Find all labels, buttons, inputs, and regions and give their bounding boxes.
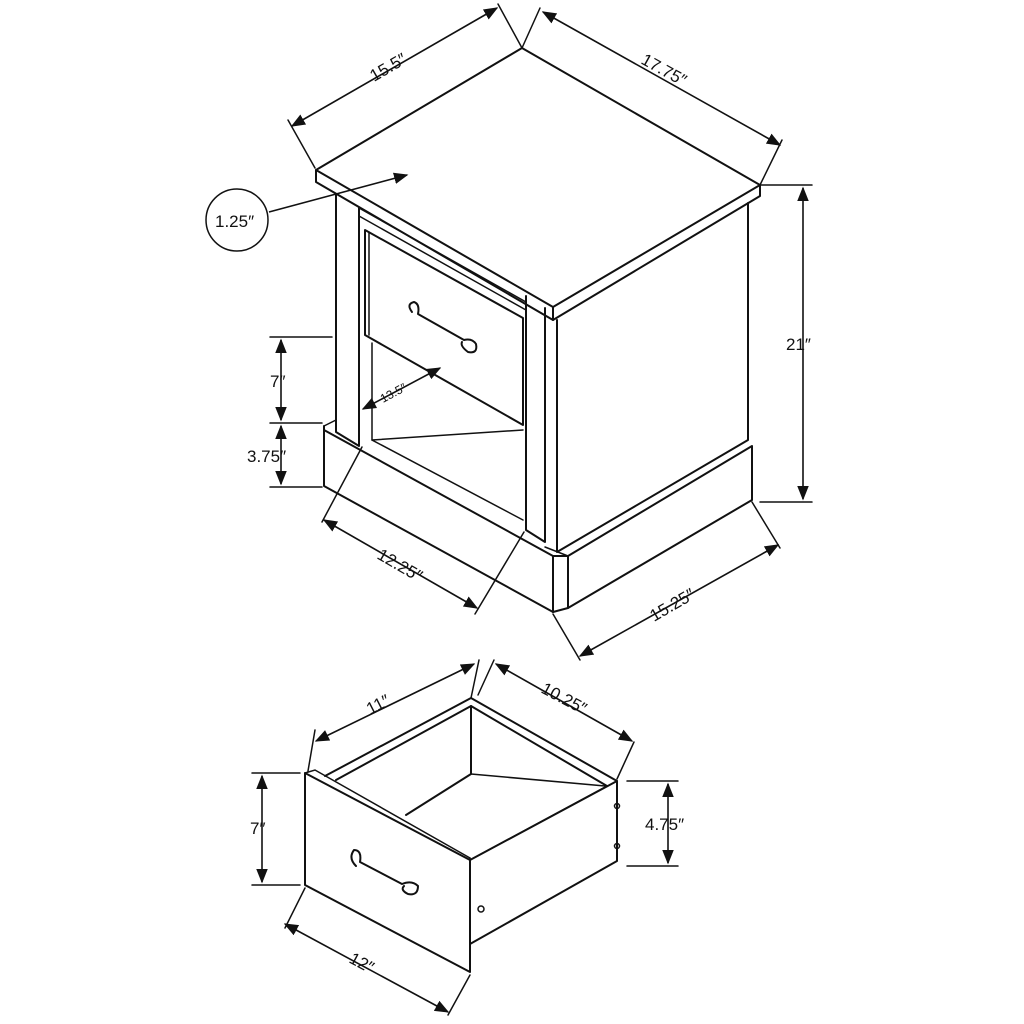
base-side — [552, 445, 753, 609]
drawer-handle-icon-2 — [350, 849, 419, 896]
dim-base-depth: 15.25″ — [647, 585, 699, 626]
dim-total-height: 21″ — [786, 335, 811, 354]
drawer-side-panel — [469, 780, 618, 945]
dim-drawer-front-height: 7″ — [250, 819, 265, 838]
drawer-drawing: 11″ 10.25″ 7″ 4.75″ 12″ — [250, 659, 684, 1016]
nightstand-drawing: 15.5″ 17.75″ 1.25″ 21″ 7″ 3.75″ 13.5″ 12… — [205, 3, 813, 661]
dim-drawer-width: 11″ — [363, 691, 393, 719]
front-post-right — [525, 295, 546, 543]
drawer-box-inner — [335, 705, 472, 816]
drawer-front-panel — [304, 772, 471, 973]
side-panel — [556, 202, 749, 553]
dim-top-thickness: 1.25″ — [215, 212, 254, 231]
drawer-front — [364, 229, 524, 426]
tabletop — [315, 47, 761, 308]
dim-drawer-depth: 10.25″ — [538, 679, 590, 719]
dim-drawer-front-width: 12″ — [346, 949, 377, 977]
dim-shelf-height: 7″ — [270, 372, 285, 391]
dim-top-width: 15.5″ — [367, 49, 410, 85]
front-post-left — [335, 193, 360, 447]
dim-top-depth: 17.75″ — [638, 50, 690, 90]
drawer-handle-icon — [408, 301, 478, 354]
top-thickness-callout — [205, 188, 269, 252]
dim-base-height: 3.75″ — [247, 447, 286, 466]
dim-base-width: 12.25″ — [374, 545, 426, 586]
dim-shelf-depth: 13.5″ — [378, 380, 410, 406]
dim-drawer-box-height: 4.75″ — [645, 815, 684, 834]
